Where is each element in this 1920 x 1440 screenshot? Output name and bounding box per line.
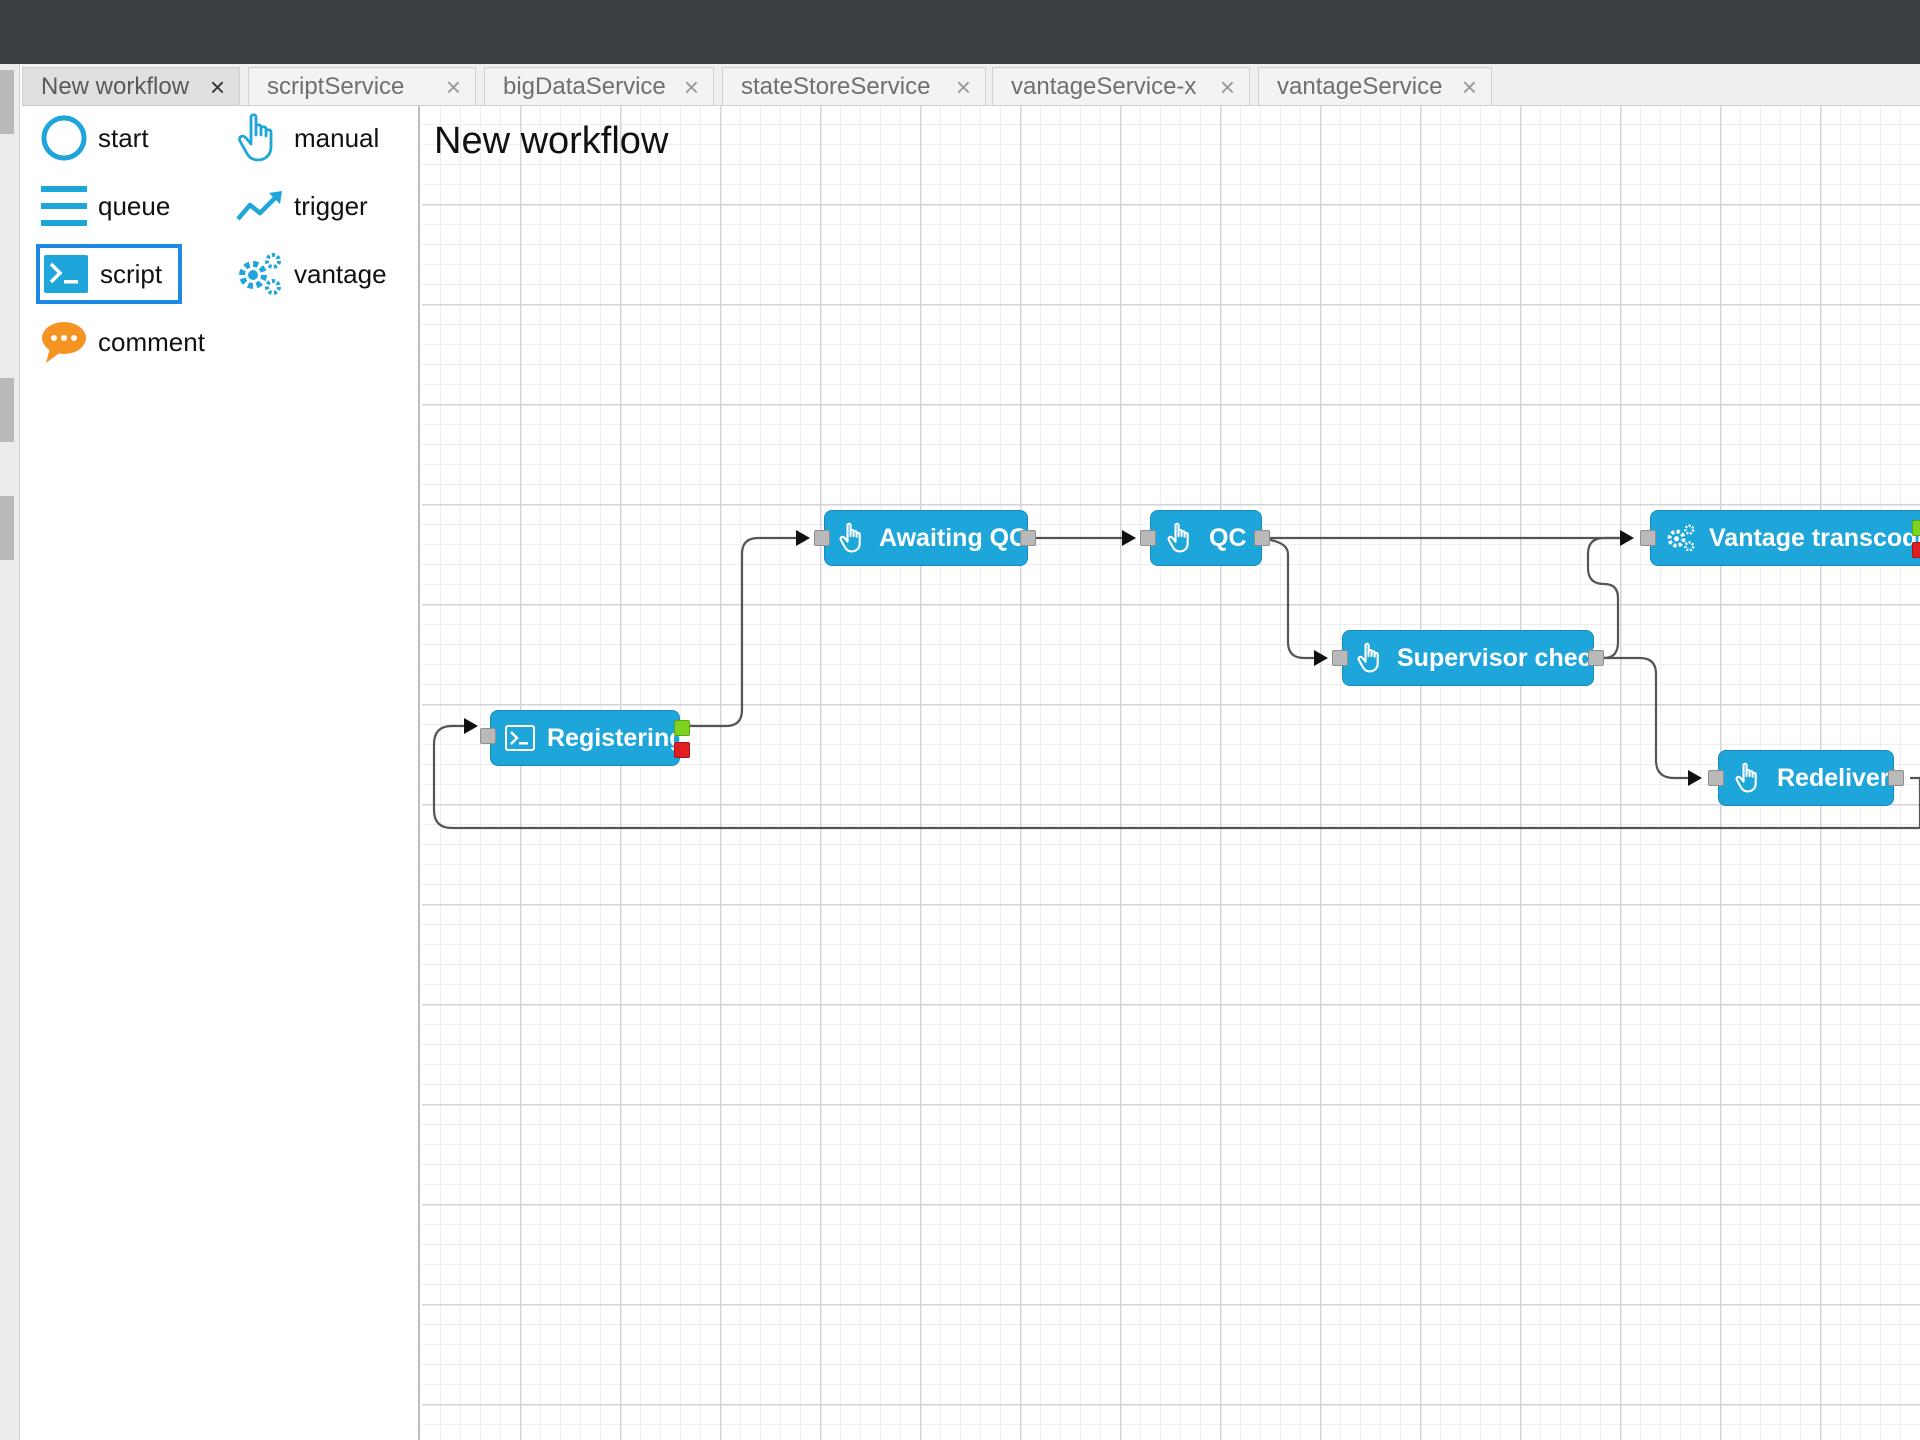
arrow-head	[1122, 530, 1136, 546]
tab-vantage-service-x[interactable]: vantageService-x ×	[992, 67, 1250, 105]
hand-pointer-icon	[1733, 762, 1765, 794]
palette-item-queue[interactable]: queue	[38, 180, 170, 232]
terminal-icon	[40, 248, 92, 300]
node-supervisor-check[interactable]: Supervisor check	[1342, 630, 1605, 686]
tab-label: bigDataService	[503, 72, 666, 100]
wire-registering-to-awaiting-qc	[688, 536, 796, 728]
tab-new-workflow[interactable]: New workflow ×	[22, 67, 240, 105]
close-icon[interactable]: ×	[1219, 72, 1235, 102]
tab-label: stateStoreService	[741, 72, 931, 100]
tab-label: scriptService	[267, 72, 405, 100]
node-input-port[interactable]	[814, 530, 830, 546]
tab-statestore-service[interactable]: stateStoreService ×	[722, 67, 986, 105]
node-input-port[interactable]	[1140, 530, 1156, 546]
palette-item-manual[interactable]: manual	[234, 112, 379, 164]
node-error-port[interactable]	[1912, 542, 1920, 558]
node-output-port[interactable]	[1254, 530, 1270, 546]
node-vantage-transcode[interactable]: Vantage transcode	[1650, 510, 1920, 566]
arrow-head	[1688, 770, 1702, 786]
gears-icon	[1665, 522, 1697, 554]
tab-bigdata-service[interactable]: bigDataService ×	[484, 67, 714, 105]
palette-item-comment[interactable]: comment	[38, 316, 205, 368]
node-success-port[interactable]	[1912, 520, 1920, 536]
arrow-head	[464, 718, 478, 734]
node-input-port[interactable]	[1708, 770, 1724, 786]
palette-item-vantage[interactable]: vantage	[234, 248, 387, 300]
speech-bubble-icon	[38, 316, 90, 368]
close-icon[interactable]: ×	[445, 72, 461, 102]
palette-item-label: script	[100, 258, 163, 289]
arrow-head	[1620, 530, 1634, 546]
node-awaiting-qc[interactable]: Awaiting QC	[824, 510, 1028, 566]
gears-icon	[234, 248, 286, 300]
palette-item-start[interactable]: start	[38, 112, 149, 164]
tab-label: New workflow	[41, 72, 190, 100]
close-icon[interactable]: ×	[1461, 72, 1477, 102]
tab-vantage-service[interactable]: vantageService ×	[1258, 67, 1492, 105]
node-label: Awaiting QC	[879, 523, 1028, 552]
node-label: Registering	[547, 723, 685, 752]
arrow-head	[796, 530, 810, 546]
palette-item-label: vantage	[294, 258, 387, 289]
tab-label: vantageService-x	[1011, 72, 1197, 100]
tab-label: vantageService	[1277, 72, 1443, 100]
connection-wires	[432, 530, 1920, 830]
wire-supervisor-to-vantage	[1586, 536, 1620, 660]
node-error-port[interactable]	[674, 742, 690, 758]
node-output-port[interactable]	[1888, 770, 1904, 786]
node-label: Supervisor check	[1397, 643, 1606, 672]
node-output-port[interactable]	[1020, 530, 1036, 546]
left-sidebar-strip	[0, 64, 20, 1440]
canvas-title: New workflow	[434, 120, 669, 162]
palette-item-script[interactable]: script	[36, 244, 182, 304]
node-input-port[interactable]	[480, 728, 496, 744]
node-output-port[interactable]	[1588, 650, 1604, 666]
circle-icon	[38, 112, 90, 164]
node-label: Redeliver	[1777, 763, 1890, 792]
hand-pointer-icon	[234, 112, 286, 164]
tab-script-service[interactable]: scriptService ×	[248, 67, 476, 105]
node-redeliver[interactable]: Redeliver	[1718, 750, 1894, 806]
close-icon[interactable]: ×	[955, 72, 971, 102]
palette-item-label: manual	[294, 122, 380, 153]
close-icon[interactable]: ×	[683, 72, 699, 102]
window-top-bar	[0, 0, 1920, 64]
terminal-icon	[505, 722, 535, 754]
node-input-port[interactable]	[1332, 650, 1348, 666]
node-label: QC	[1209, 523, 1247, 552]
sidebar-marker[interactable]	[0, 70, 14, 134]
tab-bar: New workflow × scriptService × bigDataSe…	[22, 64, 1920, 106]
sidebar-marker[interactable]	[0, 496, 14, 560]
palette-item-trigger[interactable]: trigger	[234, 180, 368, 232]
workflow-canvas[interactable]: New workflow Registering	[422, 106, 1920, 1440]
sidebar-marker[interactable]	[0, 378, 14, 442]
node-success-port[interactable]	[674, 720, 690, 736]
node-label: Vantage transcode	[1709, 523, 1920, 552]
palette-item-label: comment	[98, 326, 205, 357]
hand-pointer-icon	[1357, 642, 1385, 674]
node-palette: start manual queue trigger script	[20, 106, 420, 1440]
wire-redeliver-loop-back	[432, 724, 1920, 830]
node-qc[interactable]: QC	[1150, 510, 1262, 566]
queue-lines-icon	[38, 180, 90, 232]
hand-pointer-icon	[839, 522, 867, 554]
palette-item-label: trigger	[294, 190, 368, 221]
close-icon[interactable]: ×	[209, 72, 225, 102]
wire-supervisor-to-redeliver	[1604, 656, 1688, 780]
arrow-head	[1314, 650, 1328, 666]
hand-pointer-icon	[1165, 522, 1197, 554]
palette-item-label: start	[98, 122, 149, 153]
node-registering[interactable]: Registering	[490, 710, 685, 766]
palette-item-label: queue	[98, 190, 171, 221]
node-input-port[interactable]	[1640, 530, 1656, 546]
trend-up-icon	[234, 180, 286, 232]
